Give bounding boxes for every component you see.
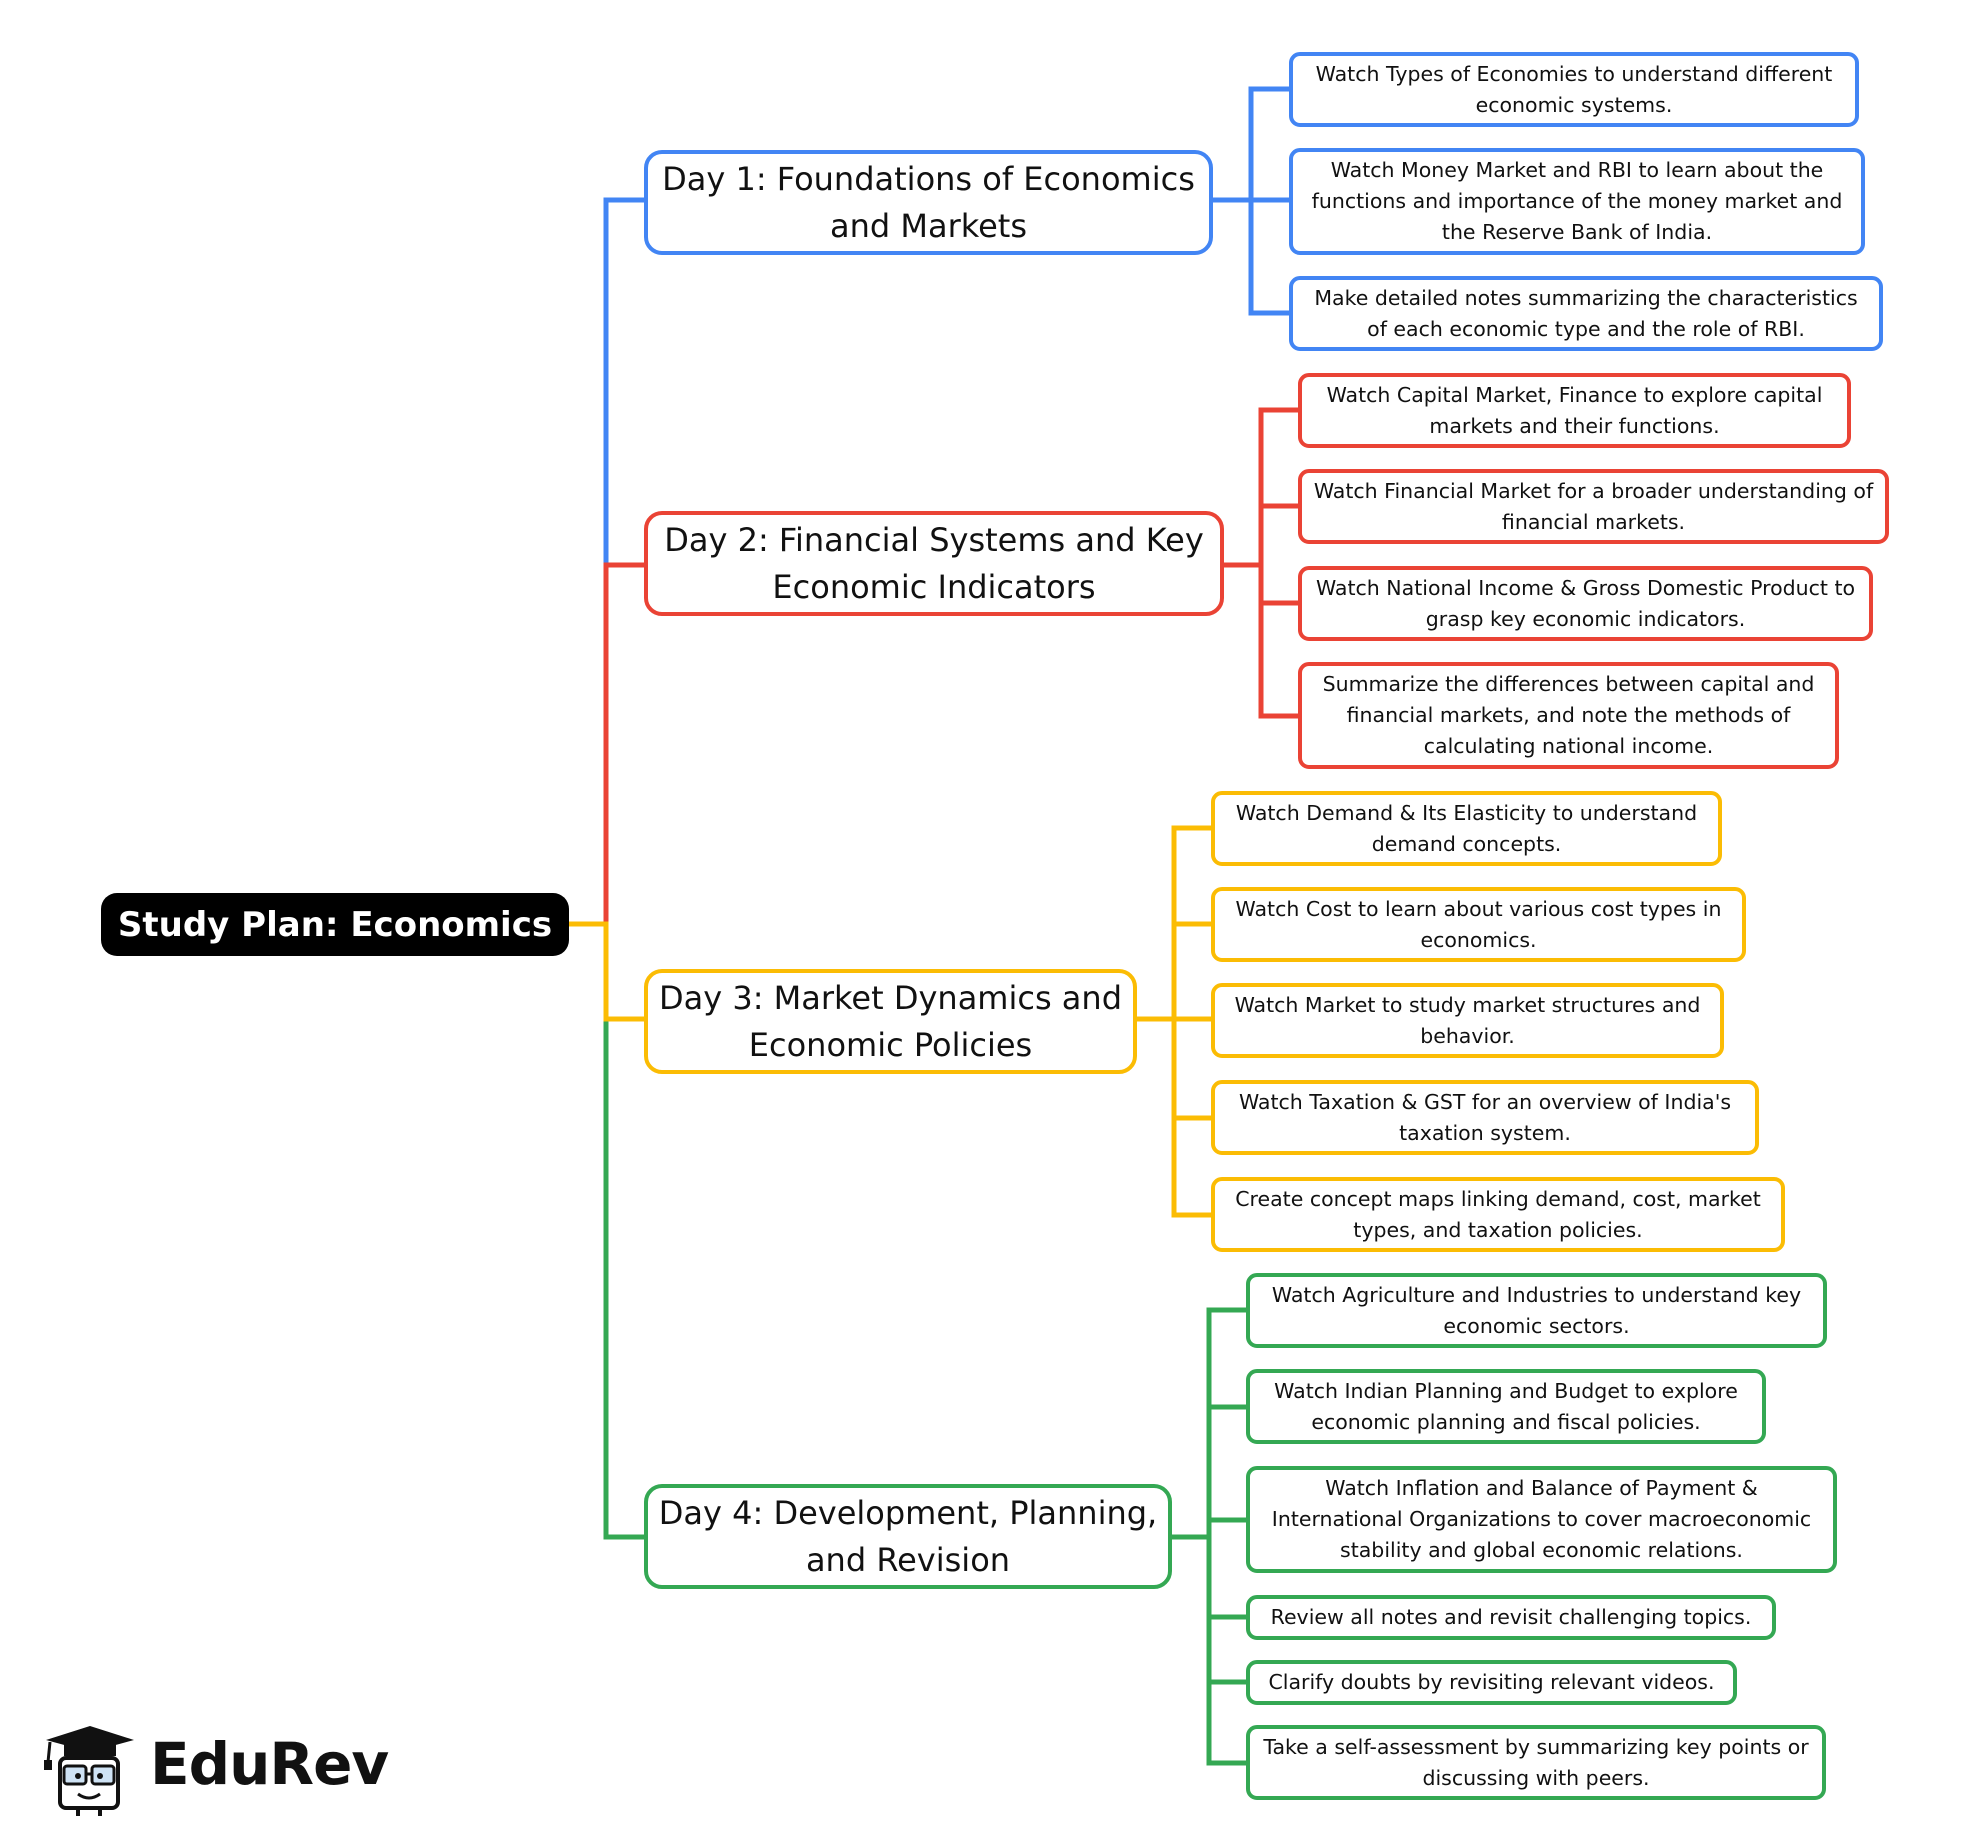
day-2-task-2: Watch Financial Market for a broader und… bbox=[1298, 469, 1889, 544]
task-text: Watch Capital Market, Finance to explore… bbox=[1326, 382, 1823, 438]
day-2-task-4: Summarize the differences between capita… bbox=[1298, 662, 1839, 769]
day-4-task-1: Watch Agriculture and Industries to unde… bbox=[1246, 1273, 1827, 1348]
task-text: Clarify doubts by revisiting relevant vi… bbox=[1268, 1670, 1715, 1694]
day-1-task-2: Watch Money Market and RBI to learn abou… bbox=[1289, 148, 1865, 255]
logo-text: EduRev bbox=[150, 1730, 389, 1798]
graduation-cap-mascot-icon bbox=[44, 1726, 134, 1816]
day-1-task-1: Watch Types of Economies to understand d… bbox=[1289, 52, 1859, 127]
task-text: Watch Types of Economies to understand d… bbox=[1315, 61, 1833, 117]
day-1-task-3: Make detailed notes summarizing the char… bbox=[1289, 276, 1883, 351]
day-4-node: Day 4: Development, Planning, and Revisi… bbox=[644, 1484, 1172, 1589]
day-3-node: Day 3: Market Dynamics and Economic Poli… bbox=[644, 969, 1137, 1074]
task-text: Watch Financial Market for a broader und… bbox=[1313, 478, 1874, 534]
task-text: Watch Indian Planning and Budget to expl… bbox=[1274, 1378, 1738, 1434]
day-3-task-2: Watch Cost to learn about various cost t… bbox=[1211, 887, 1746, 962]
day-3-task-4: Watch Taxation & GST for an overview of … bbox=[1211, 1080, 1759, 1155]
day-4-task-3: Watch Inflation and Balance of Payment &… bbox=[1246, 1466, 1837, 1573]
day-4-task-6: Take a self-assessment by summarizing ke… bbox=[1246, 1725, 1826, 1800]
root-label: Study Plan: Economics bbox=[117, 904, 553, 945]
task-text: Watch National Income & Gross Domestic P… bbox=[1315, 575, 1856, 631]
task-text: Summarize the differences between capita… bbox=[1322, 672, 1815, 758]
edurev-logo: EduRev bbox=[38, 1720, 389, 1820]
day-2-node: Day 2: Financial Systems and Key Economi… bbox=[644, 511, 1224, 616]
day-4-task-2: Watch Indian Planning and Budget to expl… bbox=[1246, 1369, 1766, 1444]
task-text: Watch Taxation & GST for an overview of … bbox=[1238, 1089, 1732, 1145]
task-text: Watch Demand & Its Elasticity to underst… bbox=[1235, 800, 1698, 856]
root-node: Study Plan: Economics bbox=[101, 893, 569, 956]
task-text: Take a self-assessment by summarizing ke… bbox=[1263, 1734, 1809, 1790]
task-text: Create concept maps linking demand, cost… bbox=[1235, 1186, 1761, 1242]
day-4-title: Day 4: Development, Planning, and Revisi… bbox=[658, 1493, 1158, 1579]
task-text: Review all notes and revisit challenging… bbox=[1270, 1605, 1752, 1629]
task-text: Watch Cost to learn about various cost t… bbox=[1235, 896, 1722, 952]
day-3-title: Day 3: Market Dynamics and Economic Poli… bbox=[658, 978, 1122, 1064]
day-4-task-5: Clarify doubts by revisiting relevant vi… bbox=[1246, 1660, 1737, 1705]
task-text: Watch Agriculture and Industries to unde… bbox=[1271, 1282, 1802, 1338]
day-3-task-1: Watch Demand & Its Elasticity to underst… bbox=[1211, 791, 1722, 866]
task-text: Watch Money Market and RBI to learn abou… bbox=[1311, 158, 1843, 244]
task-text: Watch Inflation and Balance of Payment &… bbox=[1271, 1476, 1812, 1562]
day-4-task-4: Review all notes and revisit challenging… bbox=[1246, 1595, 1776, 1640]
day-2-task-1: Watch Capital Market, Finance to explore… bbox=[1298, 373, 1851, 448]
day-3-task-5: Create concept maps linking demand, cost… bbox=[1211, 1177, 1785, 1252]
task-text: Make detailed notes summarizing the char… bbox=[1314, 285, 1858, 341]
day-2-title: Day 2: Financial Systems and Key Economi… bbox=[664, 520, 1204, 606]
task-text: Watch Market to study market structures … bbox=[1234, 992, 1701, 1048]
day-3-task-3: Watch Market to study market structures … bbox=[1211, 983, 1724, 1058]
day-1-title: Day 1: Foundations of Economics and Mark… bbox=[662, 159, 1195, 245]
day-2-task-3: Watch National Income & Gross Domestic P… bbox=[1298, 566, 1873, 641]
day-1-node: Day 1: Foundations of Economics and Mark… bbox=[644, 150, 1213, 255]
